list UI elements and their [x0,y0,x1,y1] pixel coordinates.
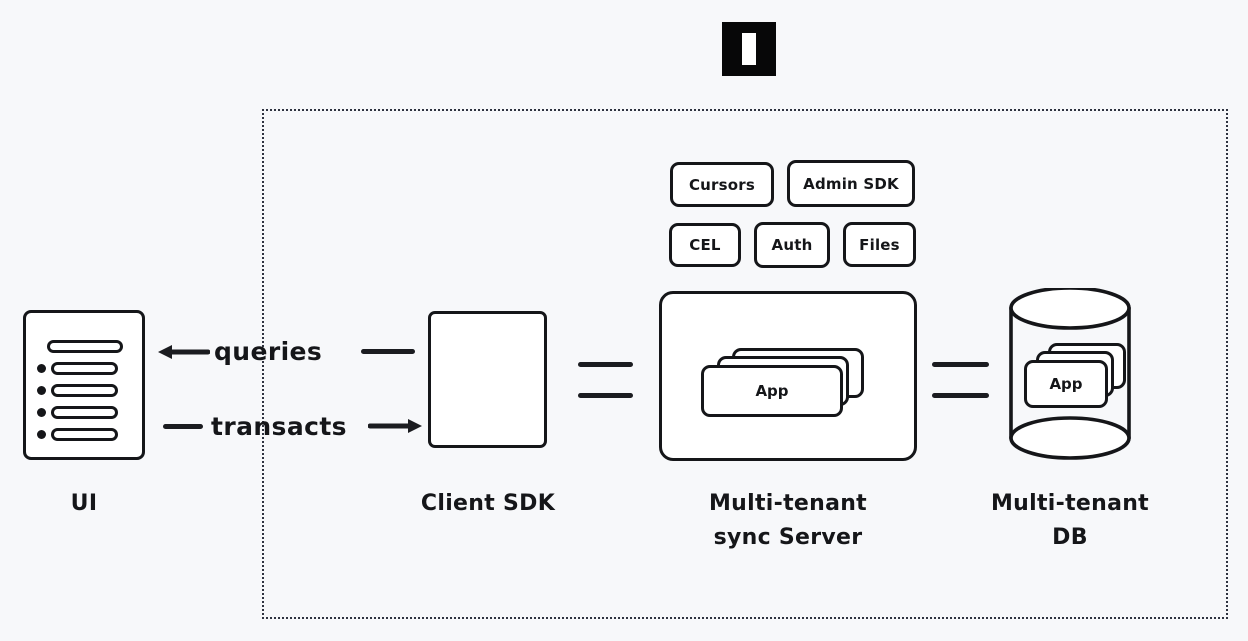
connector-line [932,362,989,367]
feature-pill-files[interactable]: Files [843,222,916,267]
database-caption: Multi-tenant DB [990,491,1149,550]
list-icon-bullet [37,364,46,373]
transacts-label: transacts [211,412,347,441]
list-icon-bar [51,362,118,375]
transacts-arrow-right [368,419,422,433]
app-card-front: App [701,365,843,417]
queries-line-right [361,349,415,354]
connector-server-to-db [932,362,989,398]
instant-logo [722,22,776,76]
queries-arrow-left [158,345,210,359]
feature-pill-admin-sdk[interactable]: Admin SDK [787,160,915,207]
list-icon-bar [47,340,123,353]
list-icon-bar [51,428,118,441]
feature-pill-cel[interactable]: CEL [669,223,741,267]
client-sdk-caption: Client SDK [420,491,556,516]
feature-pill-cursors[interactable]: Cursors [670,162,774,207]
service-boundary [262,109,1228,619]
list-icon-bar [51,406,118,419]
transacts-line-left [163,424,203,429]
connector-line [578,362,633,367]
cylinder-shape [1009,288,1131,460]
list-icon-bullet [37,430,46,439]
list-icon-bar [51,384,118,397]
app-card-front: App [1024,360,1108,408]
sync-server-app-stack: App [701,348,871,428]
connector-line [578,393,633,398]
ui-caption: UI [70,491,98,516]
connector-line [932,393,989,398]
connector-client-to-server [578,362,633,398]
client-sdk-panel [428,311,547,448]
feature-pill-auth[interactable]: Auth [754,222,830,268]
logo-inner-bar [742,33,756,65]
list-icon [23,310,145,460]
database-app-stack: App [1024,343,1128,415]
queries-label: queries [214,337,323,366]
list-icon-bullet [37,408,46,417]
database-cylinder: App [1008,288,1132,463]
list-icon-bullet [37,386,46,395]
sync-server-caption: Multi-tenant sync Server [708,491,867,550]
